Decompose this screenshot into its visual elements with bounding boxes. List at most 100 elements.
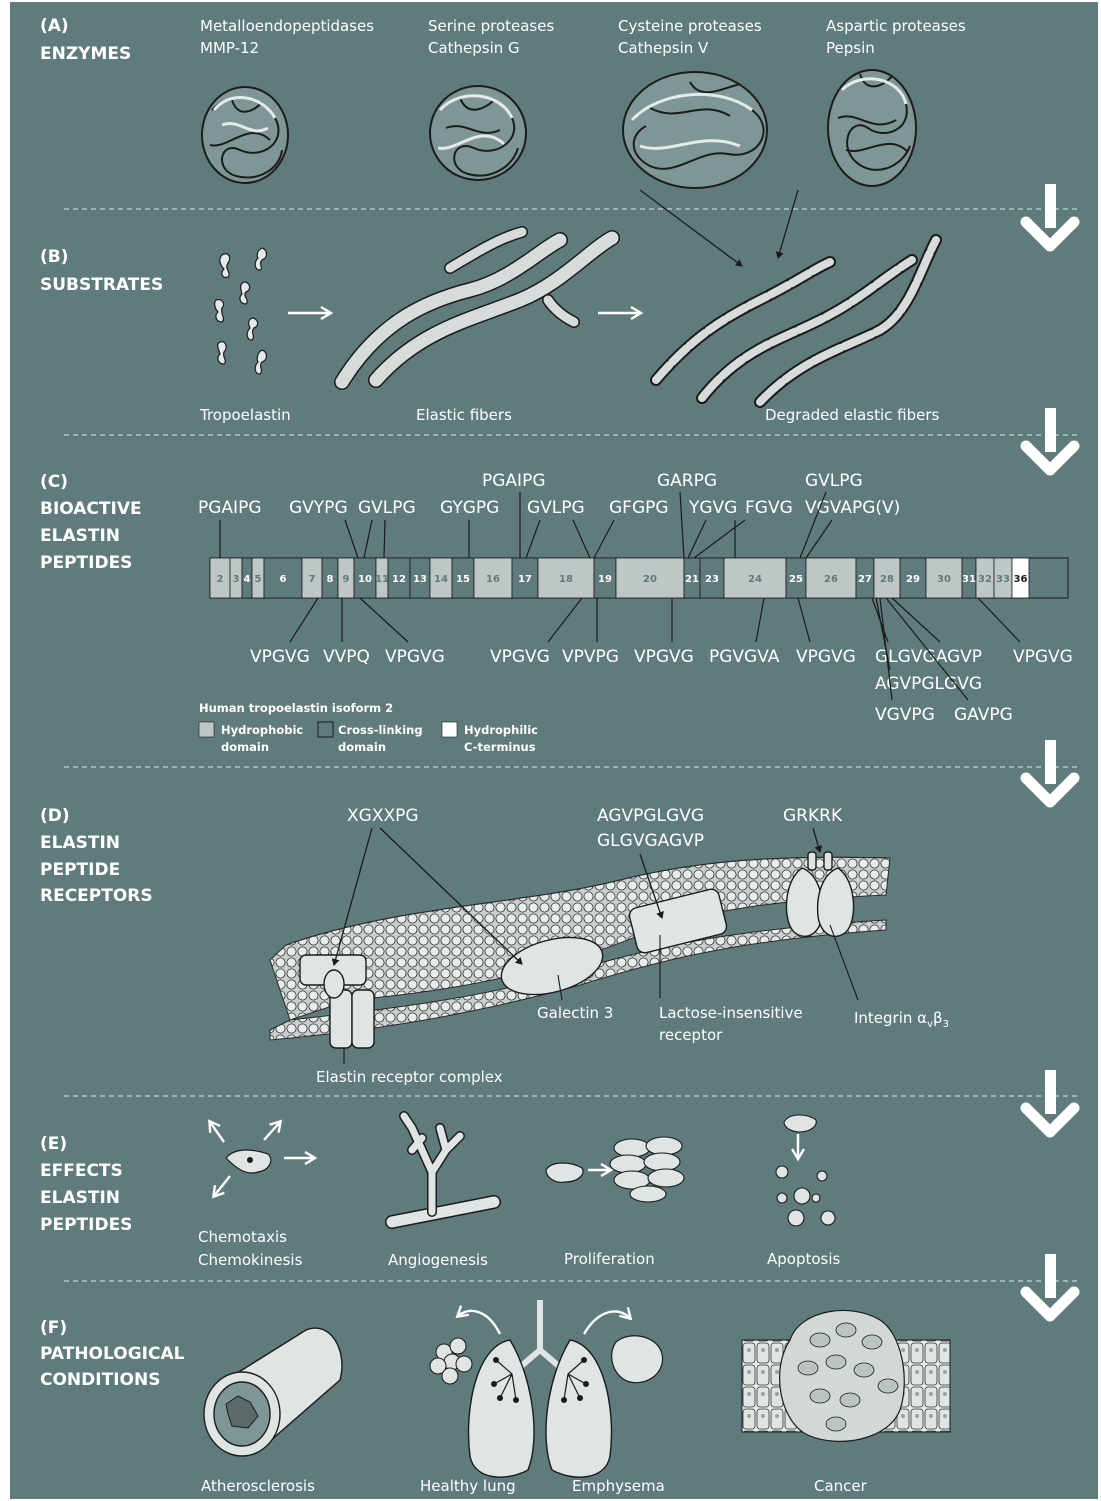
receptor-label: receptor — [659, 1026, 723, 1044]
exon-number: 13 — [413, 574, 427, 585]
peptide-label: GVLPG — [805, 471, 863, 491]
exon-number: 2 — [217, 574, 224, 585]
peptide-label: GFGPG — [609, 498, 669, 518]
peptide-label: PGAIPG — [482, 471, 546, 491]
enzymes: Metalloendopeptidases MMP-12 Serine prot… — [200, 17, 966, 266]
legend-label: domain — [338, 740, 386, 754]
exon-number: 16 — [486, 574, 500, 585]
motif-label: GRKRK — [783, 806, 843, 826]
peptide-label: GARPG — [657, 471, 717, 491]
pathology: Atherosclerosis Healthy lung Emphysema C… — [201, 1300, 950, 1495]
peptide-label: VPVPG — [562, 647, 619, 667]
section-name: PEPTIDES — [40, 1215, 132, 1235]
enzyme-class: Serine proteases — [428, 17, 554, 35]
exon-number: 19 — [598, 574, 612, 585]
pathology-label: Healthy lung — [420, 1477, 516, 1495]
substrate-label: Degraded elastic fibers — [765, 406, 940, 424]
enzyme-class: Aspartic proteases — [826, 17, 966, 35]
enzyme-example: Pepsin — [826, 39, 875, 57]
section-name: EFFECTS — [40, 1161, 123, 1181]
pathology-label: Emphysema — [572, 1477, 665, 1495]
down-arrow-icon — [1026, 408, 1074, 470]
exon-number: 7 — [309, 574, 316, 585]
section-name: ELASTIN — [40, 526, 120, 546]
section-name: CONDITIONS — [40, 1370, 160, 1390]
exon-number: 33 — [996, 574, 1010, 585]
legend-swatch — [442, 722, 457, 737]
protein-structure-icon — [828, 70, 916, 186]
substrates: Tropoelastin Elastic fibers Degraded ela… — [199, 232, 940, 424]
section-name: BIOACTIVE — [40, 499, 142, 519]
down-arrow-icon — [1026, 1070, 1074, 1132]
receptor-label-text: Integrin α — [854, 1009, 927, 1027]
enzyme-class: Metalloendopeptidases — [200, 17, 374, 35]
peptide-label: VPGVG — [385, 647, 445, 667]
down-arrow-icon — [1026, 184, 1074, 246]
enzyme-pepsin: Aspartic proteases Pepsin — [826, 17, 966, 186]
exon-number: 17 — [518, 574, 532, 585]
section-name: PEPTIDE — [40, 860, 120, 880]
domain-legend: Human tropoelastin isoform 2 Hydrophobic… — [199, 701, 538, 754]
lungs-icon — [430, 1300, 663, 1477]
exon-number: 28 — [880, 574, 894, 585]
effect-label: Proliferation — [564, 1250, 655, 1268]
enzyme-example: Cathepsin V — [618, 39, 709, 57]
section-d-title: (D) ELASTIN PEPTIDE RECEPTORS — [40, 806, 153, 906]
motif-label: GLGVGAGVP — [597, 831, 704, 851]
exon-number: 20 — [643, 574, 657, 585]
receptor-label-beta: β — [933, 1009, 943, 1027]
peptide-label: VPGVG — [1013, 647, 1073, 667]
effect-label: Angiogenesis — [388, 1251, 488, 1269]
exon-number: 12 — [392, 574, 406, 585]
enzyme-example: Cathepsin G — [428, 39, 520, 57]
down-arrow-icon — [1026, 740, 1074, 802]
exon-number: 23 — [705, 574, 719, 585]
section-name: PEPTIDES — [40, 553, 132, 573]
cancer-tissue-icon — [742, 1310, 950, 1441]
legend-title: Human tropoelastin isoform 2 — [199, 701, 393, 715]
section-letter: (E) — [40, 1134, 67, 1154]
section-e-title: (E) EFFECTS ELASTIN PEPTIDES — [40, 1134, 132, 1235]
elastic-fibers-icon — [342, 232, 612, 382]
motif-label: XGXXPG — [347, 806, 419, 826]
receptor-label: Lactose-insensitive — [659, 1004, 803, 1022]
pathology-label: Cancer — [814, 1477, 868, 1495]
legend-swatch — [318, 722, 333, 737]
effect-label: Chemotaxis — [198, 1228, 287, 1246]
exon-number: 24 — [748, 574, 762, 585]
tropoelastin-monomers-icon — [215, 248, 267, 374]
separators — [64, 209, 1080, 1281]
section-letter: (A) — [40, 16, 69, 36]
exon-number: 36 — [1014, 574, 1028, 585]
exon-number: 4 — [244, 574, 251, 585]
exon-number: 30 — [937, 574, 951, 585]
enzyme-arrow — [640, 190, 742, 266]
protein-structure-icon — [430, 86, 526, 180]
section-name: PATHOLOGICAL — [40, 1344, 185, 1364]
angiogenesis-icon — [392, 1116, 494, 1222]
enzyme-example: MMP-12 — [200, 39, 259, 57]
enzyme-mmp12: Metalloendopeptidases MMP-12 — [200, 17, 374, 183]
exon-number: 8 — [327, 574, 334, 585]
exon-number: 21 — [685, 574, 699, 585]
peptide-label: VPGVG — [490, 647, 550, 667]
exon-number: 26 — [824, 574, 838, 585]
peptide-label: GYGPG — [440, 498, 499, 518]
peptide-label: VPGVG — [634, 647, 694, 667]
peptide-label: VGVPG — [875, 705, 935, 725]
exon-number: 27 — [858, 574, 872, 585]
peptide-label: PGVGVA — [709, 647, 780, 667]
enzyme-class: Cysteine proteases — [618, 17, 762, 35]
peptide-label: PGAIPG — [198, 498, 262, 518]
exon-number: 29 — [906, 574, 920, 585]
exon-number: 9 — [343, 574, 350, 585]
exon-number: 11 — [375, 574, 389, 585]
section-letter: (F) — [40, 1318, 67, 1338]
legend-label: C-terminus — [464, 740, 536, 754]
substrate-label: Elastic fibers — [416, 406, 512, 424]
exon-number: 15 — [456, 574, 470, 585]
down-arrow-icon — [1026, 1254, 1074, 1316]
